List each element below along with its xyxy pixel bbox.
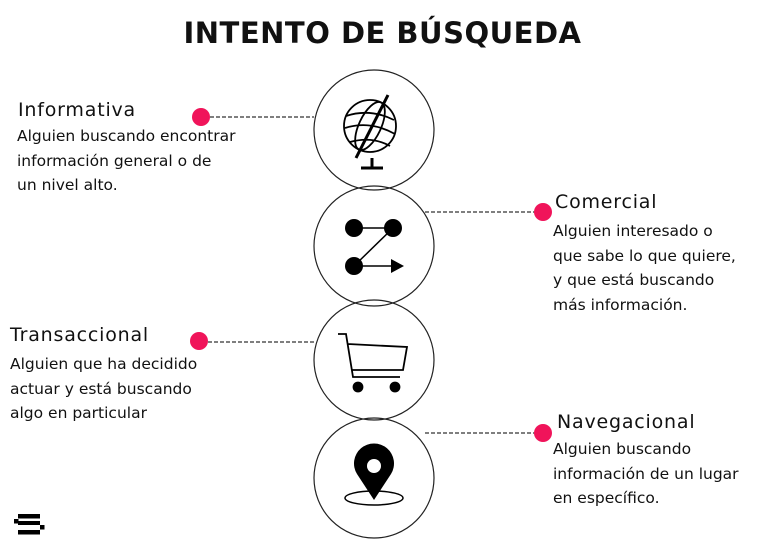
desc-line: información de un lugar [553, 464, 739, 483]
label-navegacional: Navegacional [557, 411, 696, 433]
circle-transaccional [313, 299, 435, 421]
desc-line: y que está buscando [553, 271, 715, 289]
circle-navegacional [313, 417, 435, 539]
label-transaccional: Transaccional [10, 324, 150, 346]
path-arrow-icon [345, 219, 404, 275]
desc-transaccional: Alguien que ha decidido actuar y está bu… [10, 352, 197, 426]
page-title: INTENTO DE BÚSQUEDA [183, 16, 582, 50]
label-informativa: Informativa [18, 99, 137, 121]
globe-icon [343, 94, 397, 170]
dot-transaccional [190, 332, 208, 350]
circle-informativa [313, 69, 435, 191]
location-pin-icon [344, 443, 404, 506]
desc-line: más información. [553, 295, 688, 314]
desc-line: Alguien buscando [553, 440, 692, 458]
desc-line: Alguien que ha decidido [10, 355, 198, 373]
dot-navegacional [534, 424, 552, 442]
desc-line: que sabe lo que quiere, [553, 246, 736, 265]
cart-icon [338, 333, 409, 393]
desc-line: un nivel alto. [17, 176, 118, 194]
desc-line: información general o de [17, 151, 212, 170]
desc-line: algo en particular [10, 404, 147, 422]
circle-comercial [313, 185, 435, 307]
desc-navegacional: Alguien buscando información de un lugar… [553, 437, 739, 511]
brand-logo [14, 514, 45, 535]
dot-informativa [192, 108, 210, 126]
label-comercial: Comercial [555, 191, 658, 213]
desc-comercial: Alguien interesado o que sabe lo que qui… [553, 219, 736, 317]
dot-comercial [534, 203, 552, 221]
desc-line: actuar y está buscando [10, 379, 192, 398]
desc-line: en específico. [553, 489, 660, 507]
desc-informativa: Alguien buscando encontrar información g… [17, 124, 236, 198]
desc-line: Alguien buscando encontrar [17, 127, 236, 145]
desc-line: Alguien interesado o [553, 222, 713, 240]
